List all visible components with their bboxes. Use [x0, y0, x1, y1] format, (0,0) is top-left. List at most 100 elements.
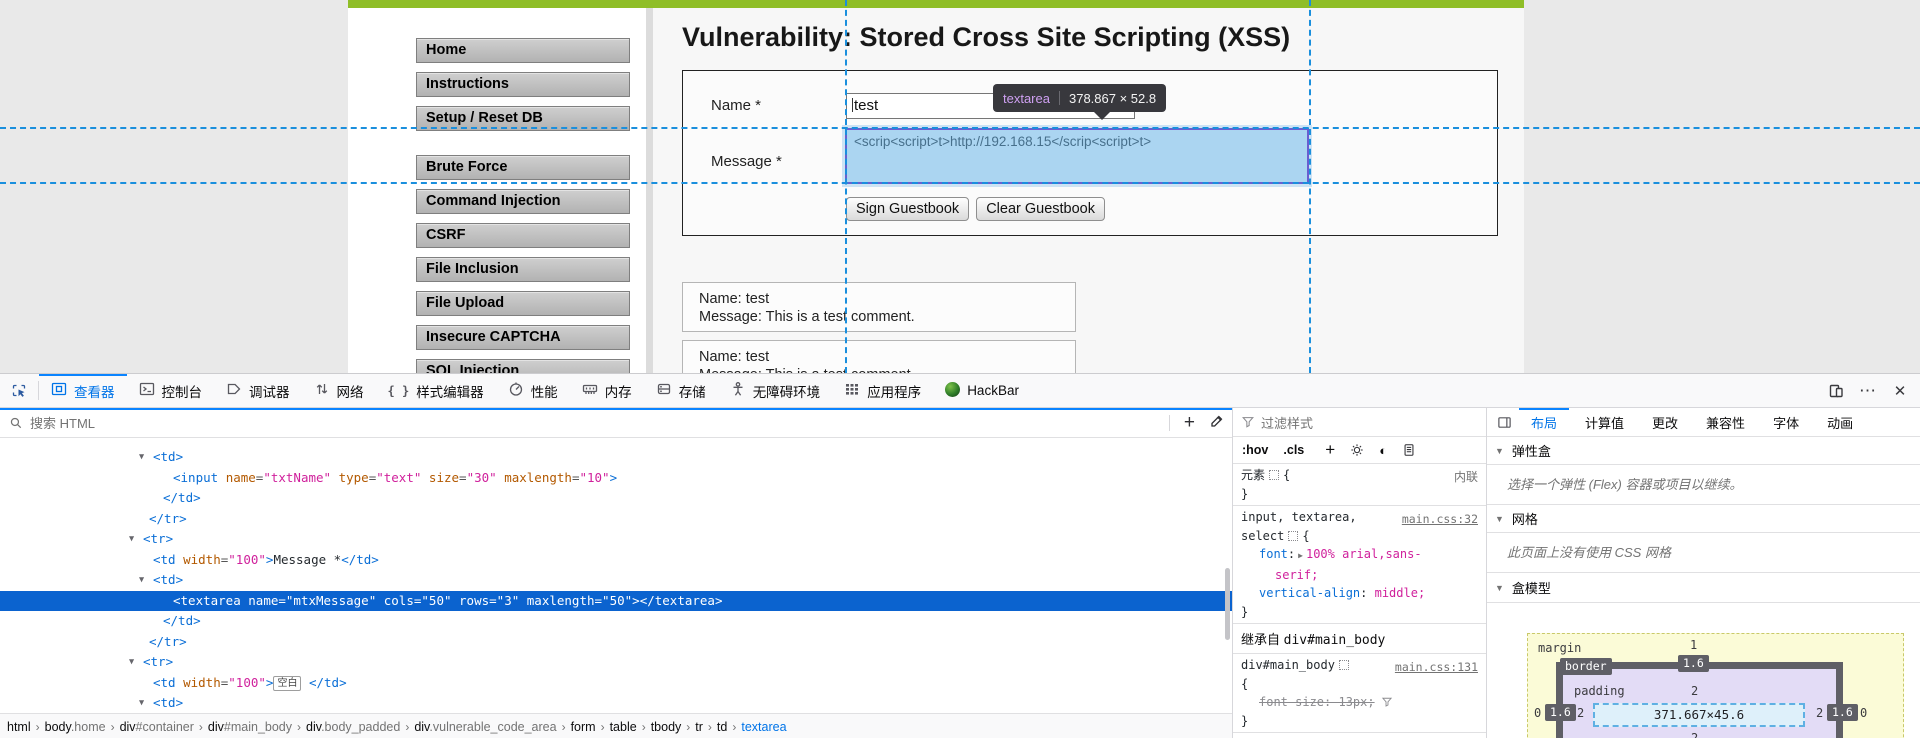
style-filter-row[interactable]: 过滤样式 [1233, 408, 1486, 437]
markup-row[interactable]: ▼<td> [0, 447, 1232, 468]
devtools-tab-hackbar[interactable]: HackBar [933, 374, 1031, 407]
devtools-tab-storage[interactable]: 存储 [644, 374, 718, 407]
inherited-from-header: 继承自 div#container [1233, 733, 1486, 738]
markup-row[interactable]: ▼<tr> [0, 529, 1232, 550]
markup-row[interactable]: </tr> [149, 633, 187, 649]
devtools-body: 搜索 HTML + ▼<td><input name="txtName" typ… [0, 408, 1920, 738]
flexbox-empty-message: 选择一个弹性 (Flex) 容器或项目以继续。 [1487, 465, 1920, 505]
eyedropper-button[interactable] [1209, 414, 1224, 432]
light-theme-sim-button[interactable] [1350, 443, 1364, 458]
markup-row[interactable]: </td> [163, 613, 201, 628]
markup-tree: ▼<td><input name="txtName" type="text" s… [0, 438, 1232, 714]
markup-row[interactable]: ▼<td> [0, 570, 1232, 591]
devtools-tab-debugger[interactable]: 调试器 [214, 374, 302, 407]
search-input[interactable]: 搜索 HTML [30, 416, 96, 431]
markup-row-selected[interactable]: <textarea name="mtxMessage" cols="50" ro… [0, 590, 1232, 611]
css-declaration-overridden[interactable]: font-size: 13px; [1241, 693, 1478, 712]
rule-highlighter-toggle[interactable] [1338, 660, 1349, 670]
breadcrumb-item-textarea[interactable]: textarea [741, 719, 787, 734]
overridden-filter-icon[interactable] [1381, 693, 1393, 712]
style-filter-input[interactable]: 过滤样式 [1261, 415, 1314, 431]
sidebar-item-file-upload[interactable]: File Upload [416, 291, 630, 316]
sidebar-tab-兼容性[interactable]: 兼容性 [1706, 415, 1746, 431]
sidebar-tab-动画[interactable]: 动画 [1827, 415, 1854, 431]
expand-shorthand-icon[interactable]: ▶ [1298, 551, 1303, 560]
print-sim-button[interactable] [1402, 443, 1416, 458]
pseudo-class-button[interactable]: :hov [1242, 443, 1269, 457]
responsive-design-mode-button[interactable] [1822, 377, 1850, 405]
grid-section-header[interactable]: ▼ 网格 [1487, 505, 1920, 533]
twisty-icon[interactable]: ▼ [139, 452, 145, 462]
rule-source-link[interactable]: main.css:32 [1401, 512, 1478, 526]
twisty-icon[interactable]: ▼ [139, 575, 145, 585]
filter-icon [1242, 417, 1254, 428]
sidebar-tab-布局[interactable]: 布局 [1517, 408, 1571, 436]
devtools-menu-button[interactable]: ⋯ [1859, 380, 1877, 400]
rule-highlighter-toggle[interactable] [1269, 470, 1280, 480]
add-rule-button[interactable]: + [1325, 440, 1336, 459]
breadcrumb-item-form[interactable]: form [570, 719, 596, 734]
boxmodel-section-header[interactable]: ▼ 盒模型 [1487, 573, 1920, 603]
sidebar-tab-更改[interactable]: 更改 [1652, 415, 1679, 431]
breadcrumb-item-tbody[interactable]: tbody [650, 719, 682, 734]
element-picker-button[interactable] [0, 374, 38, 407]
markup-row[interactable]: ▼<td> [0, 693, 1232, 714]
devtools-tab-performance[interactable]: 性能 [496, 374, 570, 407]
eyedropper-icon [1211, 415, 1223, 427]
dark-theme-sim-button[interactable]: ◐ [1379, 442, 1388, 458]
markup-search-row[interactable]: 搜索 HTML + [0, 408, 1232, 438]
sidebar-tab-字体[interactable]: 字体 [1773, 415, 1800, 431]
markup-row[interactable]: <td width="100">空白 </td> [153, 674, 347, 691]
class-panel-button[interactable]: .cls [1283, 443, 1305, 457]
sidebar-item-command-injection[interactable]: Command Injection [416, 189, 630, 214]
sidebar-item-insecure-captcha[interactable]: Insecure CAPTCHA [416, 325, 630, 350]
devtools-tab-memory[interactable]: 内存 [570, 374, 644, 407]
devtools-tab-style-editor[interactable]: { }样式编辑器 [376, 374, 496, 407]
rule-inline-style: 元素{内联 } [1233, 464, 1486, 506]
twisty-icon[interactable]: ▼ [139, 698, 145, 708]
breadcrumb-separator: › [110, 719, 115, 734]
add-node-button[interactable]: + [1183, 412, 1195, 433]
breadcrumb-item-body[interactable]: body.home [44, 719, 106, 734]
sidebar-item-setup-reset-db[interactable]: Setup / Reset DB [416, 106, 630, 131]
breadcrumb-item-div[interactable]: div.vulnerable_code_area [414, 719, 557, 734]
rule-source-link[interactable]: main.css:131 [1394, 660, 1478, 674]
twisty-icon[interactable]: ▼ [129, 534, 135, 544]
breadcrumb-item-div[interactable]: div#main_body [207, 719, 293, 734]
breadcrumb-item-tr[interactable]: tr [695, 719, 703, 734]
markup-scrollbar[interactable] [1225, 568, 1230, 640]
twisty-icon[interactable]: ▼ [129, 657, 135, 667]
flexbox-section-header[interactable]: ▼ 弹性盒 [1487, 437, 1920, 465]
border-left-value: 1.6 [1545, 704, 1576, 721]
breadcrumb-item-table[interactable]: table [609, 719, 637, 734]
message-textarea[interactable]: <scrip<script>t>http://192.168.15</scrip… [845, 128, 1309, 184]
breadcrumb-item-div[interactable]: div.body_padded [306, 719, 401, 734]
sidebar-tab-计算值[interactable]: 计算值 [1585, 415, 1625, 431]
devtools-tab-application[interactable]: 应用程序 [832, 374, 933, 407]
sidebar-item-csrf[interactable]: CSRF [416, 223, 630, 248]
devtools-close-button[interactable]: ✕ [1893, 382, 1907, 400]
sidebar-item-instructions[interactable]: Instructions [416, 72, 630, 97]
rule-highlighter-toggle[interactable] [1288, 530, 1299, 541]
sidebar-toggle-button[interactable] [1491, 408, 1517, 436]
clear-guestbook-button[interactable]: Clear Guestbook [976, 197, 1105, 221]
markup-row[interactable]: </tr> [149, 510, 187, 526]
sidebar-item-sql-injection[interactable]: SQL Injection [416, 359, 630, 373]
markup-row[interactable]: </td> [163, 490, 201, 505]
devtools-tab-network[interactable]: 网络 [302, 374, 376, 407]
css-declaration[interactable]: font:▶100% arial,sans- [1241, 545, 1478, 566]
devtools-tab-accessibility[interactable]: 无障碍环境 [718, 374, 833, 407]
markup-row[interactable]: <input name="txtName" type="text" size="… [173, 469, 618, 485]
sidebar-item-home[interactable]: Home [416, 38, 630, 63]
sidebar-item-file-inclusion[interactable]: File Inclusion [416, 257, 630, 282]
breadcrumb-item-html[interactable]: html [7, 719, 31, 734]
sidebar-item-brute-force[interactable]: Brute Force [416, 155, 630, 180]
markup-row[interactable]: <td width="100">Message *</td> [153, 551, 379, 567]
devtools-tab-inspector[interactable]: 查看器 [39, 374, 127, 407]
css-declaration[interactable]: vertical-align: middle; [1259, 586, 1426, 600]
sign-guestbook-button[interactable]: Sign Guestbook [846, 197, 970, 221]
breadcrumb-item-td[interactable]: td [716, 719, 728, 734]
markup-row[interactable]: ▼<tr> [0, 652, 1232, 673]
devtools-tab-console[interactable]: 控制台 [127, 374, 215, 407]
breadcrumb-item-div[interactable]: div#container [119, 719, 194, 734]
